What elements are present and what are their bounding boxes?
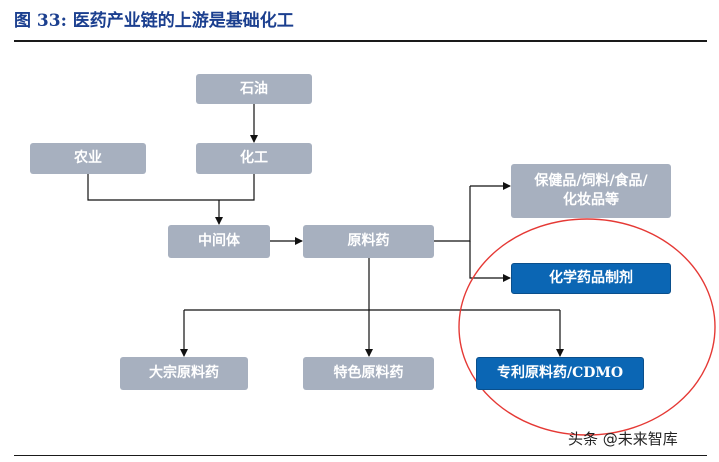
arrow-to-chemical-drugs <box>469 241 511 282</box>
node-intermediate: 中间体 <box>168 225 270 258</box>
node-specialty-api: 特色原料药 <box>303 357 434 390</box>
bottom-rule <box>14 455 707 456</box>
node-agriculture: 农业 <box>30 143 146 174</box>
figure-title: 图 33: 医药产业链的上游是基础化工 <box>14 11 294 31</box>
node-chemical-drugs: 化学药品制剂 <box>511 263 671 294</box>
node-bulk-api: 大宗原料药 <box>120 357 248 390</box>
node-patent-api: 专利原料药/CDMO <box>476 357 644 390</box>
line-api-branch <box>434 186 471 242</box>
watermark: 头条 @未来智库 <box>568 430 678 448</box>
node-api: 原料药 <box>303 225 434 258</box>
top-rule <box>14 40 707 42</box>
node-health-products: 保健品/饲料/食品/化妆品等 <box>511 164 671 218</box>
highlight-circle <box>458 218 716 436</box>
node-chemical: 化工 <box>196 143 312 174</box>
line-agriculture-down <box>87 174 255 201</box>
node-petroleum: 石油 <box>196 74 312 104</box>
